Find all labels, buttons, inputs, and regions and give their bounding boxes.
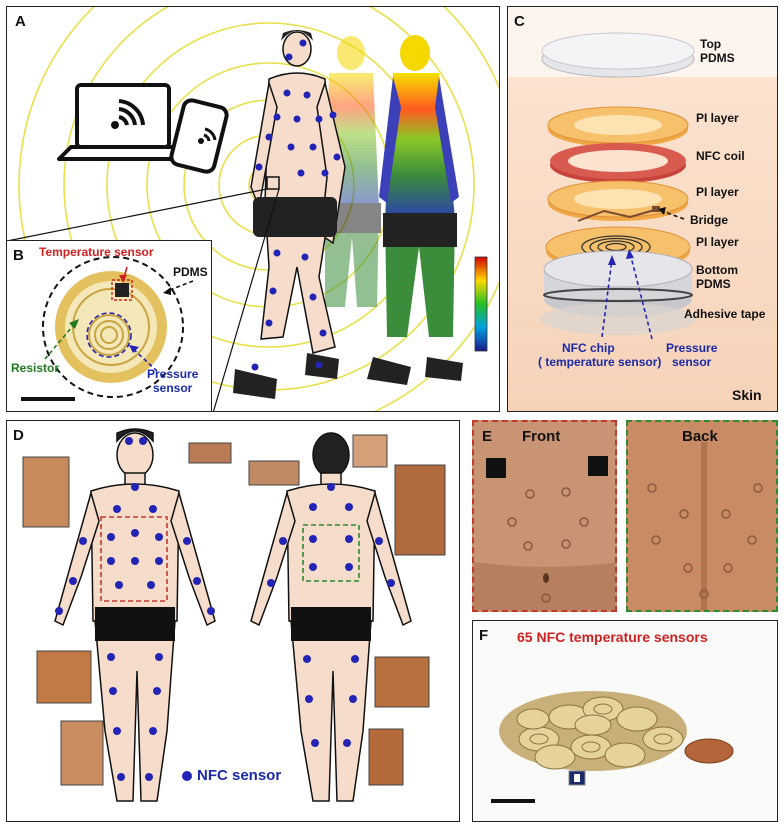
pressure-label-line1: Pressure [666, 341, 718, 355]
laptop-icon [57, 83, 189, 161]
bridge-label: Bridge [690, 213, 729, 227]
front-label: Front [522, 428, 561, 445]
nfc-chip-label-line1: NFC chip [562, 341, 615, 355]
panel-c-exploded-layers [508, 32, 777, 411]
nfc-coil-label: NFC coil [696, 149, 745, 163]
sensor-pile-photo [491, 691, 734, 803]
pdms-label: PDMS [173, 265, 208, 279]
front-sensor-dots [55, 437, 215, 781]
panel-a-illustration [7, 7, 499, 411]
panel-c: C Top PDMS PI layer NFC coil PI layer Br… [507, 6, 778, 412]
back-body [250, 432, 412, 802]
penny-coin [684, 738, 734, 764]
color-scale-bar [474, 256, 488, 352]
scale-bar [491, 799, 535, 803]
panel-e-label: E [482, 428, 493, 445]
panel-d: D NFC sensor [6, 420, 460, 822]
pressure-label-line2: sensor [672, 355, 712, 369]
pi-layer-1-label: PI layer [696, 111, 739, 125]
panel-e-front: E Front [472, 420, 617, 612]
skin-label: Skin [732, 387, 762, 403]
front-torso-photo [474, 422, 615, 610]
nfc-sensor-legend: NFC sensor [197, 767, 282, 784]
panel-d-body-map [22, 428, 446, 802]
panel-e-back: Back [626, 420, 778, 612]
front-torso-box [100, 516, 168, 602]
pressure-sensor-label-line2: sensor [153, 381, 193, 395]
pi-layer-2-label: PI layer [696, 185, 739, 199]
panel-b-sensor-closeup [21, 256, 194, 401]
panel-a: A [6, 6, 500, 412]
temperature-sensor-label: Temperature sensor [39, 245, 154, 259]
legend-dot-icon [182, 771, 192, 781]
front-body [54, 428, 216, 802]
heatmap-figure [367, 35, 463, 385]
back-torso-photo [628, 422, 776, 610]
panel-f: F 65 NFC temperature sensors [472, 620, 778, 822]
panel-c-label: C [514, 13, 525, 30]
top-pdms-label-line2: PDMS [700, 51, 735, 65]
nfc-chip-label-line2: ( temperature sensor) [538, 355, 662, 369]
adhesive-tape-label: Adhesive tape [684, 307, 766, 321]
pi-layer-3-label: PI layer [696, 235, 739, 249]
scale-bar [21, 397, 75, 401]
back-sensor-dots [267, 483, 395, 747]
bottom-pdms-label-line1: Bottom [696, 263, 738, 277]
resistor-label: Resistor [11, 361, 60, 375]
panel-a-label: A [15, 13, 26, 30]
panel-b-label: B [13, 247, 24, 264]
photo-thumbnails [22, 434, 446, 786]
panel-d-label: D [13, 427, 24, 444]
bottom-pdms-label-line2: PDMS [696, 277, 731, 291]
human-figure-with-sensors [233, 30, 346, 399]
back-label: Back [682, 428, 718, 445]
back-torso-box [302, 524, 360, 582]
pressure-sensor-label-line1: Pressure [147, 367, 199, 381]
smartphone-icon [169, 98, 229, 174]
panel-b: B Temperature sensor PDMS Resistor Press… [6, 240, 212, 412]
panel-f-label: F [479, 627, 489, 644]
panel-f-title: 65 NFC temperature sensors [517, 629, 708, 645]
top-pdms-label-line1: Top [700, 37, 722, 51]
